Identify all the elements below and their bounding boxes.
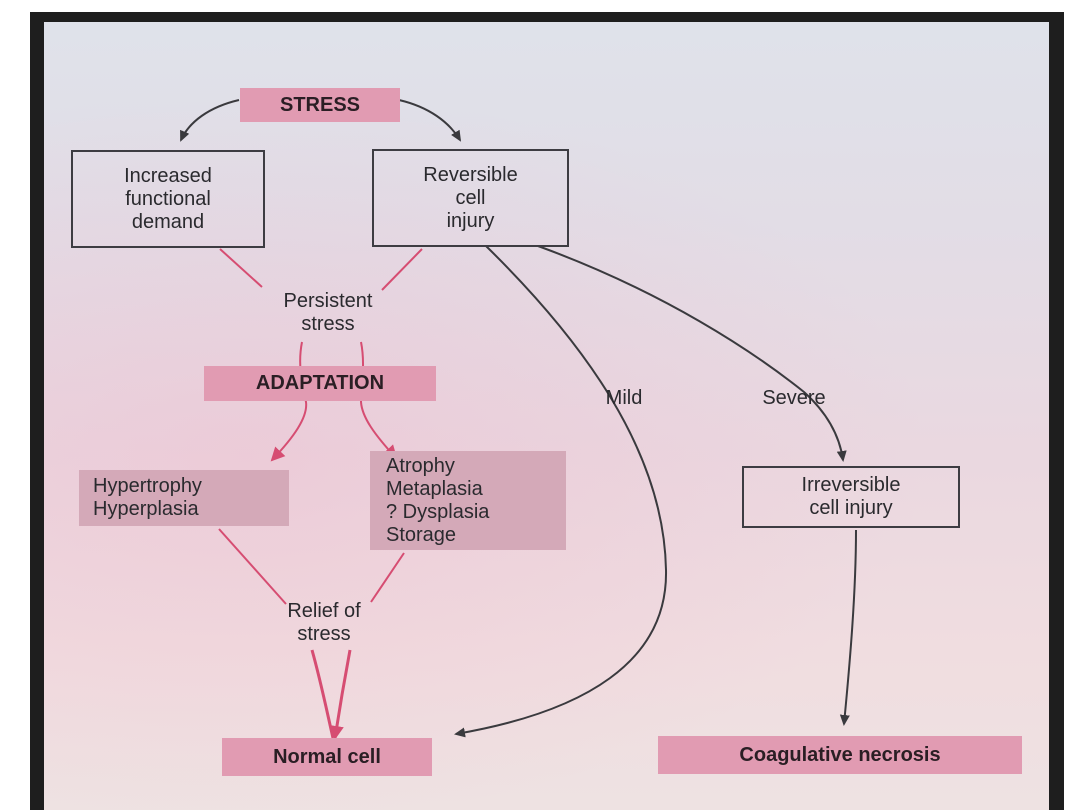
hyperplasia-label: Hyperplasia: [93, 498, 199, 520]
atrophy-group-box: Atrophy Metaplasia ? Dysplasia Storage: [370, 451, 566, 550]
atrophy-label: Atrophy: [386, 454, 455, 477]
irreversible-line-2: cell injury: [809, 497, 893, 519]
increased-demand-line-1: Increased: [124, 164, 212, 187]
arrow-persistent-to-adaptation-right: [359, 341, 398, 460]
arrow-severe-to-irreversible: [537, 245, 847, 462]
persistent-stress-line-2: stress: [301, 313, 355, 335]
reversible-injury-line-1: Reversible: [423, 163, 518, 186]
arrow-hypertrophy-to-relief: [218, 528, 287, 605]
arrow-mild-to-normal: [454, 245, 668, 738]
severe-label: Severe: [739, 384, 849, 412]
adaptation-node: ADAPTATION: [204, 366, 436, 401]
relief-of-stress-label: Relief of stress: [249, 598, 399, 648]
arrow-reversible-to-persistent: [381, 248, 423, 291]
arrow-relief-to-normal-right: [329, 649, 352, 740]
arrow-demand-to-persistent: [219, 248, 263, 288]
panel-shading: [44, 22, 1049, 810]
irreversible-line-1: Irreversible: [801, 474, 901, 496]
reversible-injury-line-3: injury: [446, 209, 495, 232]
reversible-injury-box: Reversible cell injury: [372, 149, 569, 247]
relief-line-1: Relief of: [287, 600, 361, 622]
diagram-panel: STRESS Increased functional demand Rever…: [44, 22, 1049, 810]
arrow-stress-to-reversible: [398, 99, 462, 142]
increased-demand-line-2: functional: [125, 187, 211, 210]
increased-demand-line-3: demand: [131, 210, 205, 233]
normal-cell-label: Normal cell: [273, 745, 381, 768]
coagulative-necrosis-node: Coagulative necrosis: [658, 736, 1022, 774]
arrow-relief-to-normal-left: [310, 649, 335, 739]
dysplasia-label: ? Dysplasia: [386, 500, 490, 523]
adaptation-label: ADAPTATION: [255, 372, 385, 394]
mild-text: Mild: [605, 386, 643, 409]
arrow-persistent-to-adaptation-left: [270, 341, 308, 462]
arrow-atrophy-to-relief: [370, 552, 405, 603]
arrow-stress-to-demand: [180, 99, 240, 142]
severe-text: Severe: [762, 386, 826, 409]
increased-demand-box: Increased functional demand: [71, 150, 265, 248]
stress-node: STRESS: [240, 88, 400, 122]
slide-frame: STRESS Increased functional demand Rever…: [30, 12, 1064, 810]
persistent-stress-line-1: Persistent: [283, 290, 373, 312]
arrows-layer: [180, 99, 857, 740]
stress-label: STRESS: [279, 93, 361, 116]
relief-line-2: stress: [297, 623, 351, 645]
normal-cell-node: Normal cell: [222, 738, 432, 776]
irreversible-injury-box: Irreversible cell injury: [742, 466, 960, 528]
arrow-irreversible-to-necrosis: [839, 529, 857, 726]
mild-label: Mild: [584, 384, 664, 412]
reversible-injury-line-2: cell: [455, 186, 486, 209]
metaplasia-label: Metaplasia: [386, 477, 483, 500]
persistent-stress-label: Persistent stress: [242, 288, 414, 338]
hypertrophy-hyperplasia-box: Hypertrophy Hyperplasia: [79, 470, 289, 526]
coagulative-necrosis-label: Coagulative necrosis: [739, 743, 941, 766]
storage-label: Storage: [386, 523, 457, 546]
hypertrophy-label: Hypertrophy: [93, 475, 202, 497]
